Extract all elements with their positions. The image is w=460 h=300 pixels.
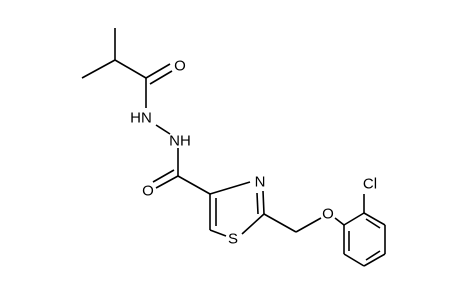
atom-s-thiazole: S — [228, 231, 238, 248]
bond-c2-s1 — [241, 213, 265, 235]
bond-ph-inner-c — [365, 218, 381, 229]
bond-ph-inner-b — [365, 250, 381, 261]
atom-nh-2: NH — [169, 133, 191, 150]
atom-nh-1: HN — [130, 110, 152, 127]
atom-o-left: O — [142, 183, 154, 200]
bond-carbonyl-top-double-a — [145, 63, 171, 79]
bond-ph-3-4 — [363, 253, 386, 267]
bond-carbonyl-left-double-a — [155, 175, 179, 189]
bonds — [81, 28, 386, 267]
bond-amide-thiazole — [177, 175, 211, 195]
bond-s1-c5 — [209, 229, 227, 237]
bond-o-phenyl — [334, 217, 345, 226]
bond-ph-6-1 — [343, 212, 365, 226]
bond-methyl-left — [81, 59, 116, 79]
atom-o-ether: O — [322, 206, 334, 223]
atom-n-thiazole: N — [255, 174, 266, 191]
bond-carbonyl-left-double-b — [152, 169, 175, 183]
bond-n3-c2-a — [262, 190, 265, 215]
bond-ph-5-6 — [363, 212, 386, 226]
bond-carbonyl-top-double-b — [149, 70, 173, 85]
bond-ch2-o — [295, 217, 322, 233]
bond-c4-n3 — [209, 181, 251, 195]
bond-c2-ch2 — [263, 213, 297, 233]
bond-n-n — [155, 124, 171, 135]
atom-labels: O HN NH O N S O Cl — [130, 58, 377, 248]
atom-o-top: O — [174, 58, 186, 75]
bond-isopropyl-carbonyl — [114, 59, 147, 79]
atom-cl: Cl — [363, 176, 377, 193]
bond-n3-c2-b — [256, 192, 259, 215]
bond-ph-2-3 — [343, 253, 365, 267]
